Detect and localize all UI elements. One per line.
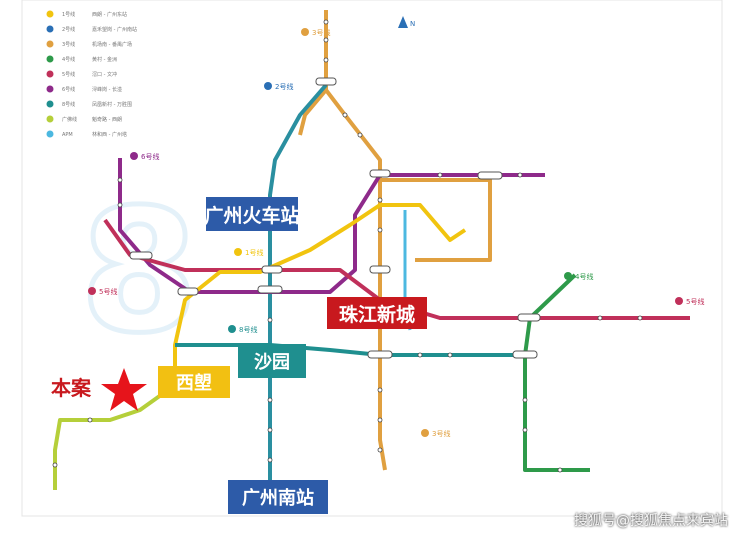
legend-line-name: 3号线 <box>62 41 75 48</box>
north-arrow-label: N <box>410 20 415 28</box>
line-label-text: 6号线 <box>141 152 159 161</box>
metro-line-1 <box>173 203 467 385</box>
legend-line-name: APM <box>62 132 73 138</box>
background-logo: 8 <box>80 173 198 371</box>
legend-line-name: 4号线 <box>62 56 75 63</box>
line-label-dot <box>421 429 429 437</box>
legend-swatch <box>46 25 54 33</box>
legend-swatch <box>46 100 54 108</box>
line-label-dot <box>88 287 96 295</box>
legend-line-stations: 黄村 - 金洲 <box>92 56 117 63</box>
line-label-text: 8号线 <box>239 325 257 334</box>
legend-swatch <box>46 130 54 138</box>
callout-zhujiang-newtown: 珠江新城 <box>327 297 427 329</box>
legend-line-stations: 凤凰新村 - 万胜围 <box>92 101 132 108</box>
legend-line-stations: 浔峰岗 - 长湴 <box>92 86 122 93</box>
legend-swatch <box>46 40 54 48</box>
line-label-text: 3号线 <box>312 28 330 37</box>
callout-guangzhou-south-station: 广州南站 <box>228 480 328 514</box>
north-arrow-icon: N <box>398 16 415 28</box>
callout-shayuan: 沙园 <box>238 344 306 378</box>
legend-swatch <box>46 115 54 123</box>
guangfo-line <box>53 383 177 490</box>
line-label-dot <box>301 28 309 36</box>
legend-line-name: 广佛线 <box>62 116 77 123</box>
legend-swatch <box>46 85 54 93</box>
line-label-dot <box>130 152 138 160</box>
legend-line-stations: 林和西 - 广州塔 <box>92 131 127 138</box>
metro-line-5 <box>103 218 690 320</box>
callout-guangzhou-railway-station: 广州火车站 <box>205 197 300 231</box>
line-label-dot <box>675 297 683 305</box>
project-star-icon <box>101 368 147 411</box>
legend-swatch <box>46 70 54 78</box>
callout-project: 本案 <box>51 375 91 400</box>
metro-line-3-branch <box>298 88 328 136</box>
callout-xilang: 西塱 <box>158 366 230 398</box>
legend-line-stations: 魁奇路 - 西朗 <box>92 116 122 123</box>
watermark-text: 搜狐号@搜狐焦点来宾站 <box>574 513 728 529</box>
legend-swatch <box>46 55 54 63</box>
line-label-dot <box>228 325 236 333</box>
legend-line-stations: 滘口 - 文冲 <box>92 71 117 78</box>
legend-line-stations: 西朗 - 广州东站 <box>92 11 127 18</box>
line-label-text: 2号线 <box>275 82 293 91</box>
line-label-text: 1号线 <box>245 248 263 257</box>
legend-line-name: 1号线 <box>62 11 75 18</box>
metro-line-3-east-branch <box>380 178 492 262</box>
interchange-stations <box>129 77 541 359</box>
legend-line-name: 5号线 <box>62 71 75 78</box>
line-labels: 2号线 3号线 6号线 5号线 4号线 8号线 1号线 5号线 3号线 <box>88 28 704 438</box>
legend-line-stations: 嘉禾望岗 - 广州南站 <box>92 26 137 33</box>
line-label-dot <box>234 248 242 256</box>
line-label-text: 5号线 <box>99 287 117 296</box>
map-legend: 1号线 西朗 - 广州东站 2号线 嘉禾望岗 - 广州南站 3号线 机场南 - 番禺广场 4… <box>46 10 137 138</box>
line-label-dot <box>564 272 572 280</box>
line-label-dot <box>264 82 272 90</box>
legend-line-name: 2号线 <box>62 26 75 33</box>
line-label-text: 3号线 <box>432 429 450 438</box>
legend-line-name: 6号线 <box>62 86 75 93</box>
legend-swatch <box>46 10 54 18</box>
legend-line-stations: 机场南 - 番禺广场 <box>92 41 132 48</box>
station-dots <box>52 19 643 473</box>
legend-line-name: 8号线 <box>62 101 75 108</box>
line-label-text: 4号线 <box>575 272 593 281</box>
line-label-text: 5号线 <box>686 297 704 306</box>
